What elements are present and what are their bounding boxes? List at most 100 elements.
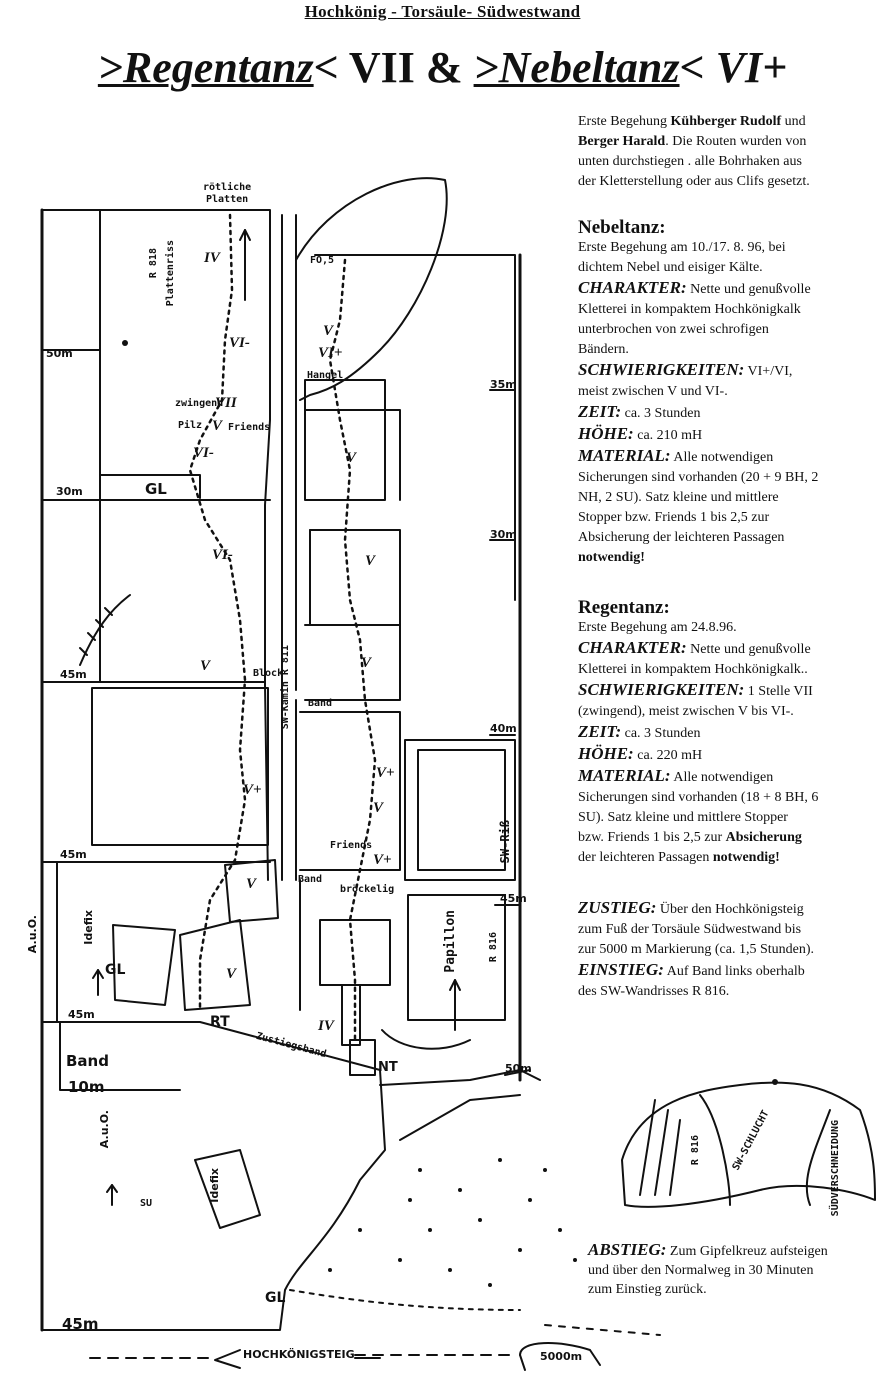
nebeltanz-heading: Nebeltanz: [578, 217, 666, 238]
title-vi-plus: < VI+ [679, 43, 788, 92]
intro-name2: Berger Harald [578, 134, 666, 149]
nebeltanz-first-ascent: Erste Begehung am 10./17. 8. 96, bei [578, 240, 786, 255]
topo-friends: Friends [228, 422, 271, 433]
nebeltanz-first-ascent2: dichtem Nebel und eisiger Kälte. [578, 260, 763, 275]
grade-v-plus-1: V+ [243, 782, 262, 798]
title-regentanz: >Regentanz [97, 43, 314, 92]
dist-30m-a: 30m [56, 485, 83, 498]
title-nebeltanz: >Nebeltanz [473, 43, 680, 92]
page-title: >Regentanz< VII & >Nebeltanz< VI+ [0, 42, 885, 93]
intro-line1b: und [781, 114, 806, 129]
topo-broeckelig: bröckelig [340, 884, 395, 895]
nebeltanz-schw-label: SCHWIERIGKEITEN: [578, 360, 745, 379]
grade-vi-minus-2: VI- [193, 445, 214, 461]
nebeltanz-charakter4: Bändern. [578, 342, 629, 357]
grade-vi-plus: VI+ [318, 345, 343, 361]
topo-nt: NT [378, 1060, 398, 1075]
topo-plattenriss: Plattenriss [165, 240, 176, 307]
topo-gl3: GL [265, 1290, 286, 1306]
regentanz-charakter: Nette und genußvolle [690, 642, 811, 657]
nebeltanz-material-label: MATERIAL: [578, 446, 671, 465]
regentanz-hoehe: ca. 220 mH [637, 748, 703, 763]
topo-r818-top: R 818 [148, 248, 159, 279]
dist-50m-b: 50m [505, 1062, 532, 1075]
dist-45m-c: 45m [500, 892, 527, 905]
grade-v-small: V [200, 658, 211, 674]
regentanz-schw2: (zwingend), meist zwischen V bis VI-. [578, 704, 794, 719]
absteig-text2: und über den Normalweg in 30 Minuten [588, 1263, 814, 1278]
dist-45m-d: 45m [68, 1008, 95, 1021]
regentanz-schw-label: SCHWIERIGKEITEN: [578, 680, 745, 699]
nebeltanz-material3: NH, 2 SU). Satz kleine und mittlere [578, 490, 779, 505]
grade-v-7: V [226, 966, 237, 982]
grade-iv-top: IV [204, 250, 220, 266]
regentanz-material: Alle notwendigen [673, 770, 774, 785]
nebeltanz-zeit: ca. 3 Stunden [624, 406, 701, 421]
absteig-section: ABSTIEG: Zum Gipfelkreuz aufsteigen und … [588, 1240, 868, 1299]
regentanz-material4b: Absicherung [725, 830, 802, 845]
dist-50m: 50m [46, 347, 73, 360]
topo-pilz: Pilz [178, 420, 203, 431]
nebeltanz-zeit-label: ZEIT: [578, 402, 622, 421]
nebeltanz-charakter: Nette und genußvolle [690, 282, 811, 297]
grade-v-6: V [373, 800, 384, 816]
topo-sw-kamin: SW-Kamin R 811 [280, 645, 291, 730]
topo-r816: R 816 [488, 932, 499, 963]
topo-gl: GL [145, 480, 167, 498]
grade-v-8: V [246, 876, 257, 892]
einstieg-text: Auf Band links oberhalb [666, 964, 805, 979]
regentanz-heading: Regentanz: [578, 597, 670, 618]
regentanz-material4: bzw. Friends 1 bis 2,5 zur [578, 830, 723, 845]
absteig-text3: zum Einstieg zurück. [588, 1282, 707, 1297]
intro-line4: der Kletterstellung oder aus Clifs geset… [578, 174, 810, 189]
nebeltanz-material5: Absicherung der leichteren Passagen [578, 530, 785, 545]
nebeltanz-charakter2: Kletterei in kompaktem Hochkönigkalk [578, 302, 801, 317]
nebeltanz-material6: notwendig! [578, 550, 645, 565]
inset-r816: R 816 [690, 1135, 701, 1166]
regentanz-material-label: MATERIAL: [578, 766, 671, 785]
intro-text: Erste Begehung Kühberger Rudolf und Berg… [578, 112, 868, 192]
nebeltanz-hoehe-label: HÖHE: [578, 424, 634, 443]
topo-platten: Platten [206, 194, 249, 205]
page-header: Hochkönig - Torsäule- Südwestwand [304, 2, 581, 21]
regentanz-material5: der leichteren Passagen [578, 850, 710, 865]
grade-vi-minus-1: VI- [229, 335, 250, 351]
topo-hochkoenigsteig: HOCHKÖNIGSTEIG [243, 1348, 355, 1361]
grade-iv-2: IV [318, 1018, 334, 1034]
topo-band1: Band [308, 698, 333, 709]
topo-auo2: A.u.O. [98, 1110, 111, 1149]
regentanz-material6: notwendig! [712, 850, 780, 865]
nebeltanz-charakter-label: CHARAKTER: [578, 278, 687, 297]
grade-v-1: V [212, 418, 223, 434]
topo-papillon: Papillon [443, 910, 458, 973]
zustieg-text2: zum Fuß der Torsäule Südwestwand bis [578, 922, 802, 937]
dist-45m-e: 45m [62, 1315, 99, 1333]
grade-vi-minus-3: VI- [212, 547, 233, 563]
nebeltanz-schw: VI+/VI, [747, 364, 793, 379]
dist-35m: 35m [490, 378, 517, 391]
dist-40m: 40m [490, 722, 517, 735]
topo-band2: Band [298, 874, 323, 885]
topo-zwingend: zwingend [175, 398, 224, 409]
topo-friends2: Friends [330, 840, 373, 851]
zustieg-label: ZUSTIEG: [578, 898, 657, 917]
topo-5000m: 5000m [540, 1350, 583, 1363]
dist-30m-b: 30m [490, 528, 517, 541]
regentanz-section: Regentanz: Erste Begehung am 24.8.96. CH… [578, 598, 878, 868]
regentanz-hoehe-label: HÖHE: [578, 744, 634, 763]
nebeltanz-material2: Sicherungen sind vorhanden (20 + 9 BH, 2 [578, 470, 819, 485]
einstieg-text2: des SW-Wandrisses R 816. [578, 984, 730, 999]
grade-v-2: V [323, 323, 334, 339]
topo-sw-riss: SW-Riß [498, 820, 512, 864]
intro-name1: Kühberger Rudolf [670, 114, 782, 129]
nebeltanz-charakter3: unterbrochen von zwei schrofigen [578, 322, 769, 337]
regentanz-charakter2: Kletterei in kompaktem Hochkönigkalk.. [578, 662, 808, 677]
intro-line2: . Die Routen wurden von [665, 134, 807, 149]
topo-idefix: Idefix [82, 910, 95, 945]
title-vii: < VII & [313, 43, 474, 92]
grade-v-5: V [361, 655, 372, 671]
dist-45m-a: 45m [60, 668, 87, 681]
grade-v-4: V [365, 553, 376, 569]
topo-su: SU [140, 1198, 153, 1209]
